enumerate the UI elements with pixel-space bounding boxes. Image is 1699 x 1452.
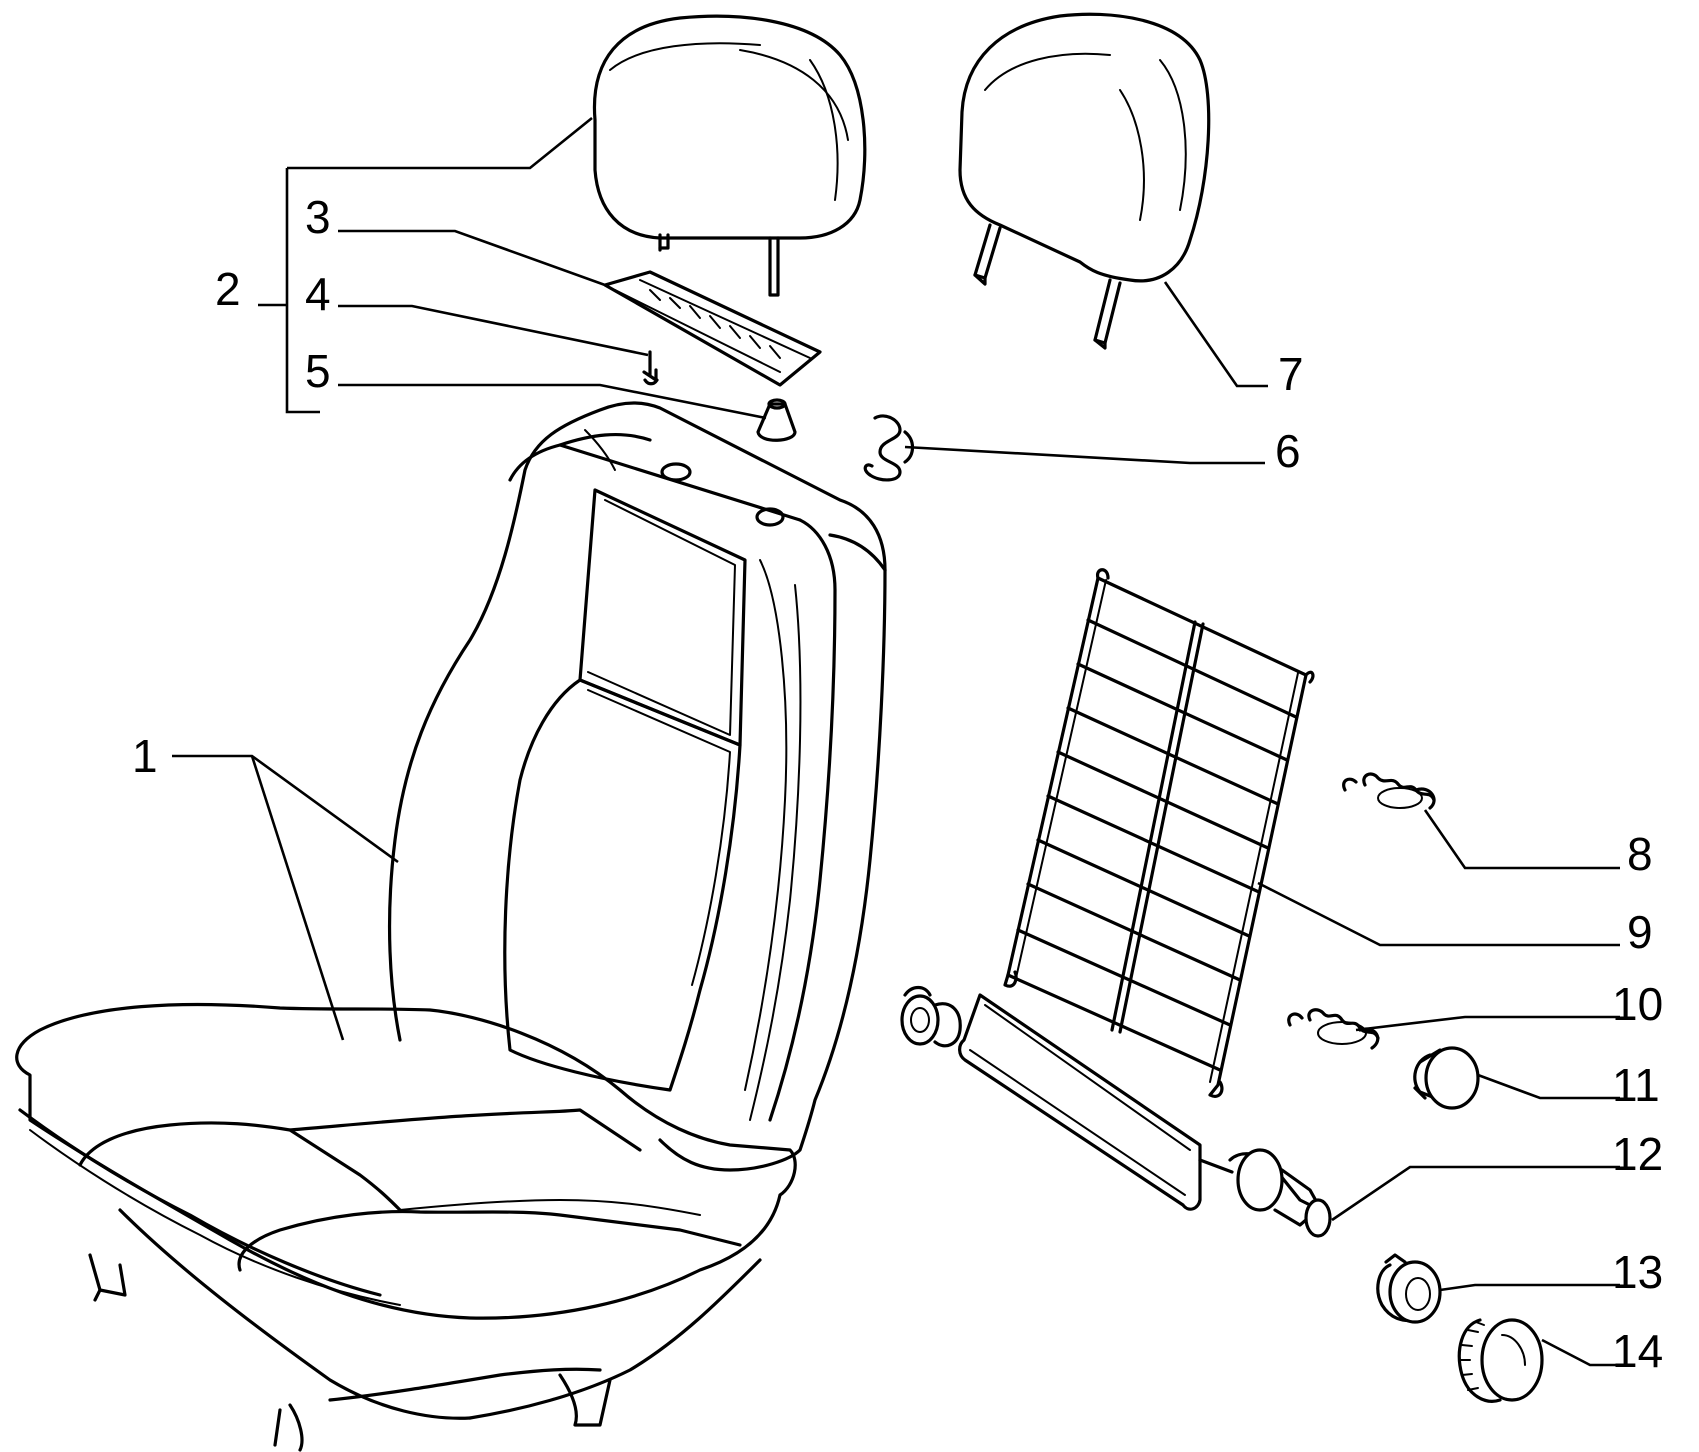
leader-lines — [172, 229, 1620, 1367]
callout-10: 10 — [1612, 978, 1663, 1030]
knob-11[interactable] — [1413, 1046, 1480, 1110]
spring-10[interactable] — [1287, 1008, 1380, 1050]
lumbar-wire-grid-9[interactable] — [1003, 568, 1315, 1098]
adjuster-lever-12[interactable] — [900, 985, 1332, 1238]
callout-14: 14 — [1612, 1325, 1663, 1377]
callout-11: 11 — [1612, 1059, 1660, 1111]
callout-1: 1 — [132, 730, 158, 782]
headrest-7[interactable] — [958, 12, 1211, 350]
callout-2: 2 — [215, 263, 241, 315]
screw-4[interactable] — [642, 350, 659, 386]
knurled-knob-14[interactable] — [1457, 1318, 1544, 1403]
bushing-13[interactable] — [1376, 1253, 1442, 1324]
callout-13: 13 — [1612, 1246, 1663, 1298]
callout-5: 5 — [305, 345, 331, 397]
headrest-guide-plate-3[interactable] — [603, 270, 822, 387]
spring-8[interactable] — [1342, 772, 1436, 810]
callout-labels: 1 2 3 4 5 6 7 8 9 10 11 12 13 14 — [132, 191, 1663, 1377]
callout-12: 12 — [1612, 1128, 1663, 1180]
callout-9: 9 — [1627, 906, 1653, 958]
callout-3: 3 — [305, 191, 331, 243]
bushing-5[interactable] — [756, 398, 797, 442]
callout-6: 6 — [1275, 425, 1301, 477]
bracket-2 — [258, 116, 593, 414]
callout-4: 4 — [305, 268, 331, 320]
seat-assembly[interactable] — [15, 401, 887, 1452]
callout-7: 7 — [1278, 348, 1304, 400]
headrest-assembly-2[interactable] — [592, 14, 867, 297]
callout-8: 8 — [1627, 828, 1653, 880]
